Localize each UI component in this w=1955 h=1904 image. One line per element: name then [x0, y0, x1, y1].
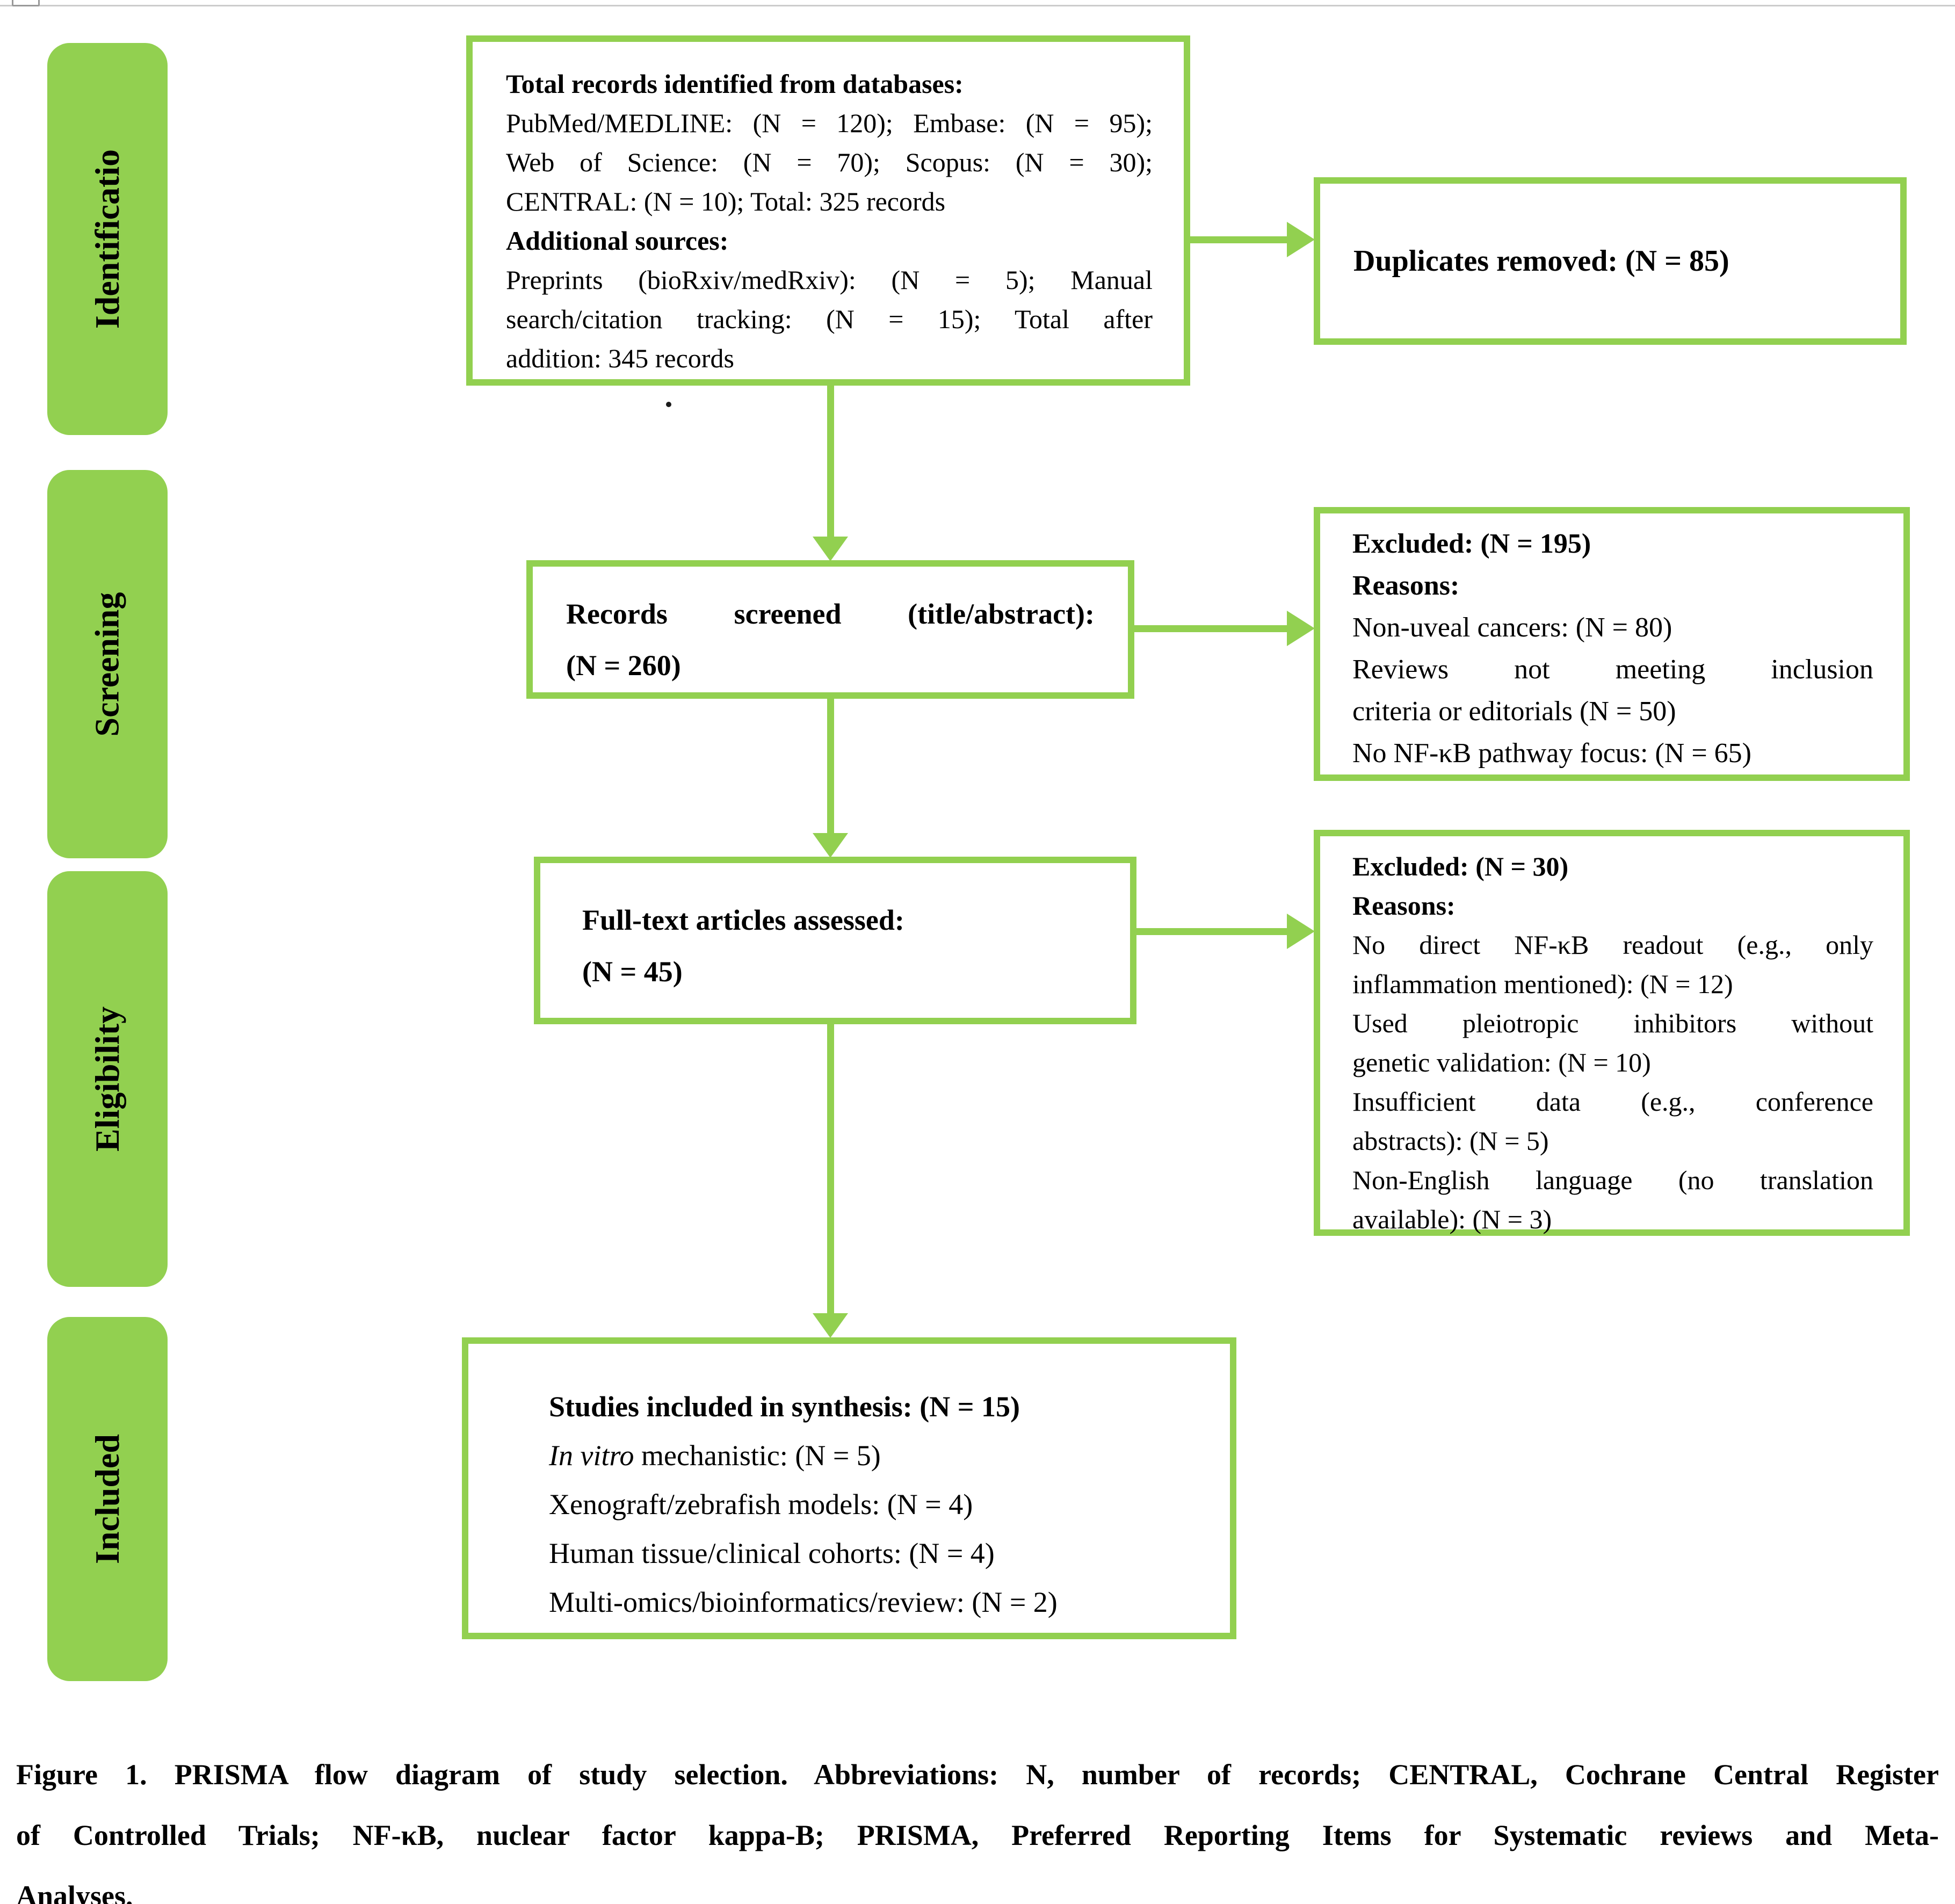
text-line: Excluded: (N = 195) [1352, 529, 1591, 559]
stage-identification: Identificatio [47, 43, 168, 435]
text-line: Total records identified from databases: [506, 69, 964, 99]
text-line: Records screened (title/abstract): [566, 598, 1095, 630]
excluded-eligibility-box: Excluded: (N = 30) Reasons: No direct NF-κ… [1314, 830, 1910, 1236]
text-line: Web of Science: (N = 70); Scopus: (N = 3… [506, 147, 1153, 177]
text-line: (N = 45) [582, 955, 683, 988]
figure-caption: Figure 1. PRISMA flow diagram of study s… [16, 1744, 1939, 1904]
text-line: of Controlled Trials; NF-κB, nuclear fac… [16, 1819, 1939, 1851]
text-line: Xenograft/zebrafish models: (N = 4) [549, 1488, 973, 1521]
text-line: Preprints (bioRxiv/medRxiv): (N = 5); Ma… [506, 265, 1153, 295]
text-line: Analyses. [16, 1880, 133, 1904]
text-line: addition: 345 records [506, 343, 734, 373]
text-line: Additional sources: [506, 226, 729, 256]
records-identified-box: Total records identified from databases:… [466, 35, 1190, 386]
arrow-identification-to-screened-stem [827, 386, 834, 539]
italic-text: In vitro [549, 1439, 634, 1472]
arrow-screened-to-excluded-head-icon [1287, 611, 1315, 646]
text-line: Studies included in synthesis: (N = 15) [549, 1391, 1020, 1423]
text-line: (N = 260) [566, 649, 681, 682]
text-line: Used pleiotropic inhibitors without [1352, 1008, 1873, 1038]
arrow-fulltext-to-included-head-icon [813, 1313, 848, 1338]
text-line: Reasons: [1352, 570, 1460, 601]
text-line: Non-uveal cancers: (N = 80) [1352, 612, 1672, 643]
duplicates-removed-box: Duplicates removed: (N = 85) [1314, 177, 1907, 345]
stage-included: Included [47, 1317, 168, 1681]
text-line: Reasons: [1352, 891, 1456, 921]
studies-included-box: Studies included in synthesis: (N = 15) I… [462, 1337, 1236, 1639]
text-line: available): (N = 3) [1352, 1204, 1552, 1234]
arrow-identification-to-screened-head-icon [813, 537, 848, 561]
text-line: CENTRAL: (N = 10); Total: 325 records [506, 186, 946, 216]
arrow-identification-to-duplicates-head-icon [1287, 222, 1315, 257]
text-line: criteria or editorials (N = 50) [1352, 696, 1676, 727]
text-line: In vitro mechanistic: (N = 5) [549, 1439, 881, 1472]
text-line: Figure 1. PRISMA flow diagram of study s… [16, 1758, 1939, 1791]
arrow-screened-to-excluded-stem [1134, 625, 1289, 632]
arrow-fulltext-to-excluded-head-icon [1287, 914, 1315, 949]
window-top-chip [12, 0, 40, 6]
text-line: Reviews not meeting inclusion [1352, 654, 1873, 685]
records-screened-box: Records screened (title/abstract): (N = 2… [526, 560, 1134, 699]
text-line: abstracts): (N = 5) [1352, 1126, 1549, 1156]
text-line: Insufficient data (e.g., conference [1352, 1087, 1873, 1117]
text-line: genetic validation: (N = 10) [1352, 1047, 1651, 1077]
text-line: No direct NF-κB readout (e.g., only [1352, 930, 1873, 960]
arrow-identification-to-duplicates-stem [1190, 236, 1289, 243]
stage-identification-label: Identificatio [88, 149, 126, 329]
text-line: No NF-κB pathway focus: (N = 65) [1352, 738, 1751, 769]
arrow-fulltext-to-excluded-stem [1136, 928, 1289, 935]
stage-screening-label: Screening [88, 591, 126, 737]
stage-included-label: Included [88, 1434, 126, 1564]
stage-eligibility-label: Eligibility [88, 1006, 126, 1152]
print-dot-artifact [666, 402, 671, 407]
text-line: inflammation mentioned): (N = 12) [1352, 969, 1733, 999]
stage-eligibility: Eligibility [47, 871, 168, 1287]
text-line: search/citation tracking: (N = 15); Tota… [506, 304, 1153, 334]
excluded-screening-box: Excluded: (N = 195) Reasons: Non-uveal can… [1314, 507, 1910, 781]
arrow-screened-to-fulltext-stem [827, 699, 834, 835]
fulltext-assessed-box: Full-text articles assessed: (N = 45) [534, 857, 1136, 1024]
text-line: PubMed/MEDLINE: (N = 120); Embase: (N = … [506, 108, 1153, 138]
text-line: Duplicates removed: (N = 85) [1353, 244, 1729, 278]
window-top-hairline [0, 5, 1955, 6]
arrow-screened-to-fulltext-head-icon [813, 833, 848, 858]
stage-screening: Screening [47, 470, 168, 858]
arrow-fulltext-to-included-stem [827, 1024, 834, 1315]
text-line: Multi-omics/bioinformatics/review: (N = … [549, 1586, 1058, 1618]
duplicates-removed-text: Duplicates removed: (N = 85) [1353, 244, 1729, 278]
text-line: Full-text articles assessed: [582, 904, 904, 936]
text-line: Non-English language (no translation [1352, 1165, 1873, 1195]
text-line: Human tissue/clinical cohorts: (N = 4) [549, 1537, 995, 1569]
text-line: Excluded: (N = 30) [1352, 851, 1569, 881]
